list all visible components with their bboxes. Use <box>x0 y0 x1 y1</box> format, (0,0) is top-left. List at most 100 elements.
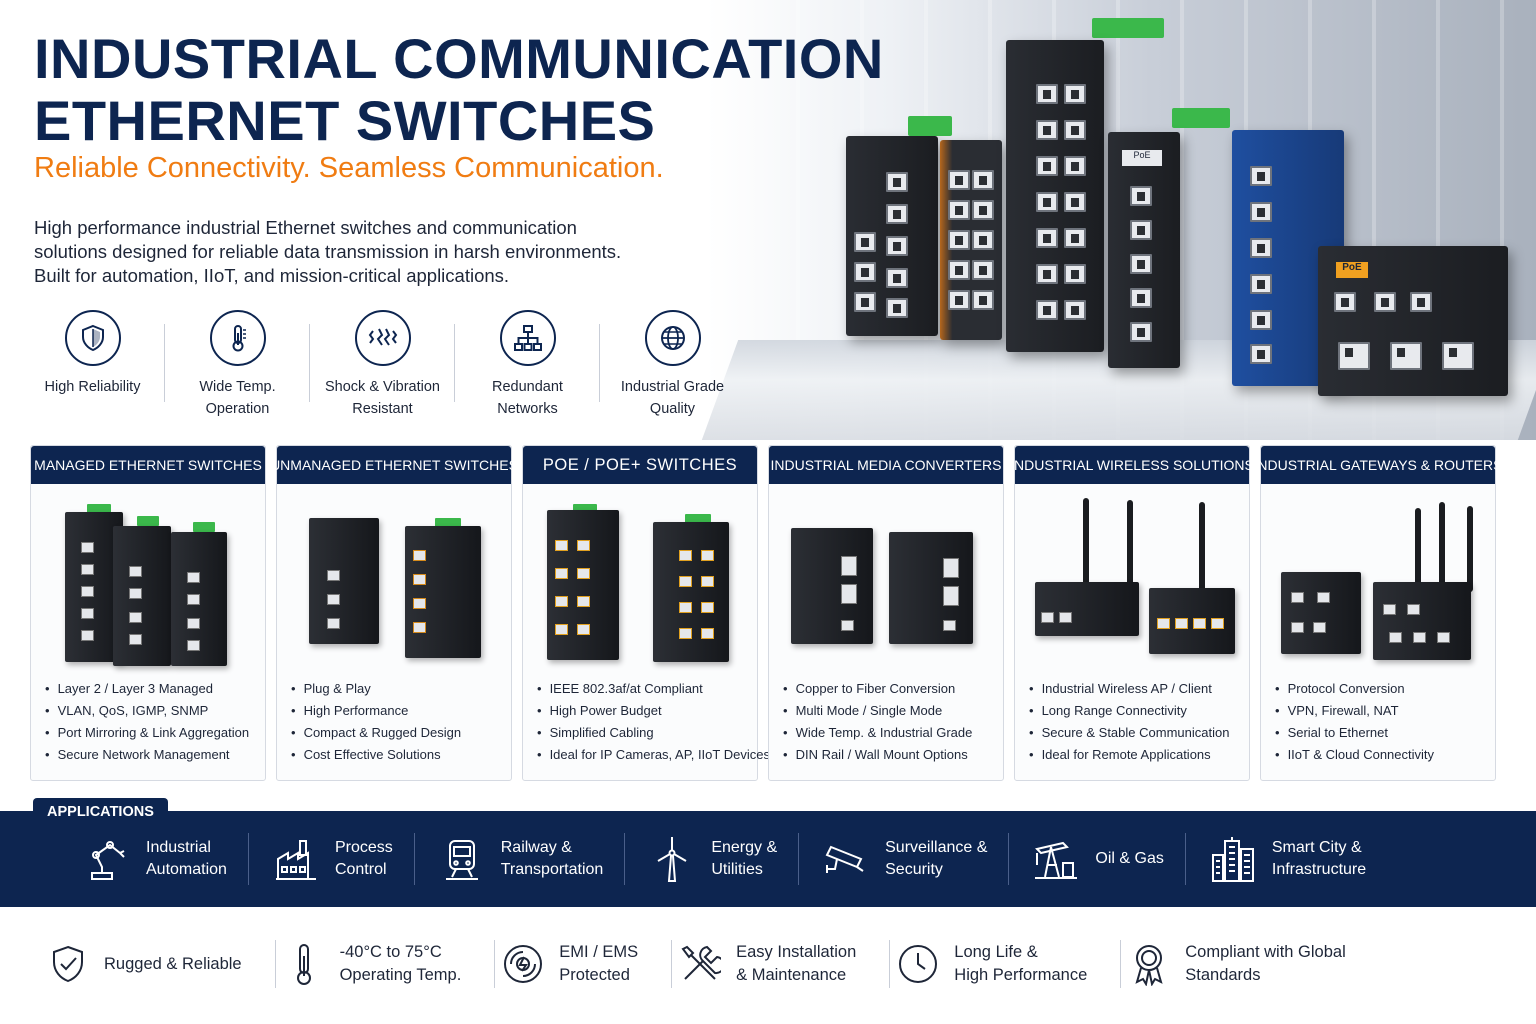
feature-label: Industrial Grade Quality <box>620 379 725 417</box>
list-item: Cost Effective Solutions <box>291 744 461 766</box>
card-title: INDUSTRIAL MEDIA CONVERTERS <box>769 446 1003 484</box>
list-item: Port Mirroring & Link Aggregation <box>45 722 249 744</box>
feature-bullets: Copper to Fiber Conversion Multi Mode / … <box>783 678 973 766</box>
applications-list: Industrial Automation Process Control Ra… <box>60 831 1388 887</box>
poe-label: PoE <box>1336 262 1368 278</box>
card-gateways-routers[interactable]: INDUSTRIAL GATEWAYS & ROUTERS Protocol C… <box>1254 445 1502 781</box>
list-item: Secure Network Management <box>45 744 249 766</box>
list-item: Plug & Play <box>291 678 461 700</box>
benefit-label: Compliant with Global Standards <box>1185 943 1346 984</box>
list-item: Copper to Fiber Conversion <box>783 678 972 700</box>
app-industrial-automation[interactable]: Industrial Automation <box>60 831 249 887</box>
benefit-label: Easy Installation & Maintenance <box>736 943 857 984</box>
feature-label: High Reliability <box>44 379 141 395</box>
feature-industrial-grade: Industrial Grade Quality <box>600 310 745 420</box>
card-title: INDUSTRIAL WIRELESS SOLUTIONS <box>1010 446 1254 484</box>
card-title: UNMANAGED ETHERNET SWITCHES <box>270 446 518 484</box>
hero-section: INDUSTRIAL COMMUNICATION ETHERNET SWITCH… <box>0 0 1536 440</box>
list-item: Wide Temp. & Industrial Grade <box>783 722 973 744</box>
hero-switch-4: PoE <box>1108 132 1180 368</box>
hero-gateway: PoE <box>1318 246 1508 396</box>
benefit-installation: Easy Installation & Maintenance <box>672 934 891 994</box>
vibration-icon <box>354 310 411 366</box>
product-image-unmanaged <box>277 494 513 674</box>
product-image-poe <box>523 494 759 674</box>
description-line-3: Built for automation, IIoT, and mission-… <box>34 265 510 286</box>
feature-bullets: IEEE 802.3af/at Compliant High Power Bud… <box>537 678 770 766</box>
card-managed-switches[interactable]: MANAGED ETHERNET SWITCHES Layer 2 / Laye… <box>30 445 266 781</box>
card-poe-switches[interactable]: POE / POE+ SWITCHES IEEE 802.3af/at Comp… <box>522 445 770 781</box>
card-media-converters[interactable]: INDUSTRIAL MEDIA CONVERTERS Copper to Fi… <box>768 445 1004 781</box>
feature-bullets: Industrial Wireless AP / Client Long Ran… <box>1029 678 1230 766</box>
applications-tab: APPLICATIONS <box>33 798 168 826</box>
shield-check-icon <box>64 310 121 366</box>
list-item: Layer 2 / Layer 3 Managed <box>45 678 249 700</box>
feature-wide-temp: Wide Temp. Operation <box>165 310 310 420</box>
hero-terminal-block <box>1092 18 1164 38</box>
page-title: INDUSTRIAL COMMUNICATION ETHERNET SWITCH… <box>34 28 884 152</box>
feature-label: Shock & Vibration Resistant <box>325 379 440 417</box>
clock-icon <box>896 942 940 986</box>
feature-shock-vibration: Shock & Vibration Resistant <box>310 310 455 420</box>
app-process-control[interactable]: Process Control <box>249 831 415 887</box>
list-item: High Power Budget <box>537 700 770 722</box>
feature-list: High Reliability Wide Temp. Operation Sh… <box>20 310 745 420</box>
app-energy[interactable]: Energy & Utilities <box>625 831 799 887</box>
tools-icon <box>678 942 722 986</box>
benefit-emi: EMI / EMS Protected <box>495 934 672 994</box>
network-tree-icon <box>499 310 556 366</box>
app-label: Process Control <box>334 839 393 878</box>
list-item: High Performance <box>291 700 461 722</box>
card-title: POE / POE+ SWITCHES <box>523 446 757 484</box>
app-label: Railway & Transportation <box>500 839 604 878</box>
list-item: Ideal for IP Cameras, AP, IIoT Devices <box>537 744 770 766</box>
app-surveillance[interactable]: Surveillance & Security <box>799 831 1010 887</box>
card-unmanaged-switches[interactable]: UNMANAGED ETHERNET SWITCHES Plug & Play … <box>270 445 518 781</box>
globe-icon <box>644 310 701 366</box>
list-item: Industrial Wireless AP / Client <box>1029 678 1229 700</box>
benefit-label: -40°C to 75°C Operating Temp. <box>339 943 462 984</box>
award-badge-icon <box>1127 942 1171 986</box>
app-label: Energy & Utilities <box>711 839 778 878</box>
app-label: Oil & Gas <box>1095 850 1164 867</box>
feature-redundant-networks: Redundant Networks <box>455 310 600 420</box>
robot-arm-icon <box>82 834 132 884</box>
title-line-1: INDUSTRIAL COMMUNICATION <box>34 27 884 90</box>
list-item: VPN, Firewall, NAT <box>1275 700 1434 722</box>
thermometer-icon <box>209 310 266 366</box>
hero-terminal-block <box>1172 108 1230 128</box>
app-label: Industrial Automation <box>146 839 227 878</box>
list-item: Serial to Ethernet <box>1275 722 1434 744</box>
hero-terminal-block <box>908 116 952 136</box>
train-icon <box>437 834 487 884</box>
app-smart-city[interactable]: Smart City & Infrastructure <box>1186 831 1388 887</box>
hero-switch-3 <box>1006 40 1104 352</box>
list-item: Multi Mode / Single Mode <box>783 700 972 722</box>
feature-bullets: Plug & Play High Performance Compact & R… <box>291 678 462 766</box>
list-item: Compact & Rugged Design <box>291 722 462 744</box>
benefit-long-life: Long Life & High Performance <box>890 934 1122 994</box>
app-label: Smart City & Infrastructure <box>1271 839 1367 878</box>
app-oil-gas[interactable]: Oil & Gas <box>1009 831 1187 887</box>
product-image-media-converters <box>769 494 1005 674</box>
app-railway[interactable]: Railway & Transportation <box>415 831 626 887</box>
list-item: Ideal for Remote Applications <box>1029 744 1229 766</box>
feature-bullets: Protocol Conversion VPN, Firewall, NAT S… <box>1275 678 1434 766</box>
hero-switch-1 <box>846 136 938 336</box>
tagline: Reliable Connectivity. Seamless Communic… <box>34 152 664 184</box>
benefit-rugged: Rugged & Reliable <box>40 934 276 994</box>
app-label: Surveillance & Security <box>885 839 988 878</box>
benefits-row: Rugged & Reliable -40°C to 75°C Operatin… <box>0 920 1536 1016</box>
card-wireless-solutions[interactable]: INDUSTRIAL WIRELESS SOLUTIONS Industrial… <box>1010 445 1254 781</box>
list-item: IIoT & Cloud Connectivity <box>1275 744 1434 766</box>
list-item: Protocol Conversion <box>1275 678 1434 700</box>
shield-check-icon <box>46 942 90 986</box>
poe-label: PoE <box>1122 150 1162 166</box>
product-image-gateways <box>1261 494 1497 674</box>
product-image-managed <box>31 494 267 674</box>
card-title: INDUSTRIAL GATEWAYS & ROUTERS <box>1254 446 1502 484</box>
description-line-1: High performance industrial Ethernet swi… <box>34 217 577 238</box>
list-item: VLAN, QoS, IGMP, SNMP <box>45 700 249 722</box>
applications-band: Industrial Automation Process Control Ra… <box>0 811 1536 907</box>
thermometer-icon <box>282 942 326 986</box>
